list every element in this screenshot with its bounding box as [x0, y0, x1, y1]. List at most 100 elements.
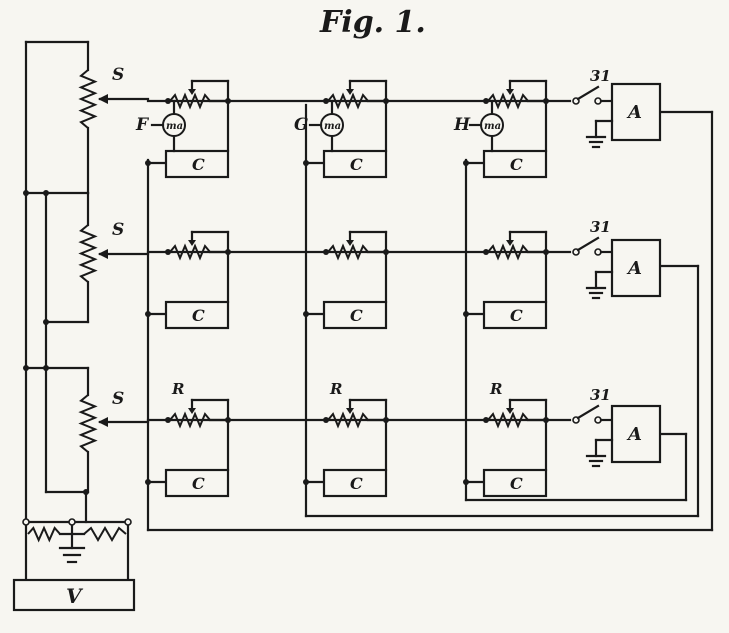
rheostat [487, 243, 529, 261]
junction [165, 417, 171, 423]
rheostat [487, 92, 529, 110]
junction [483, 417, 489, 423]
c-box [322, 468, 388, 498]
r-label: R [489, 380, 502, 398]
divider-resistor-left [27, 525, 61, 543]
c-label: C [510, 306, 523, 325]
junction [83, 489, 89, 495]
left-ladder [24, 40, 90, 524]
rheostat [327, 92, 369, 110]
junction [463, 311, 469, 317]
c-box [164, 149, 230, 179]
c-box [322, 300, 388, 330]
power-supply-box [12, 578, 136, 612]
switch-blade [576, 404, 600, 420]
return-wires [146, 110, 714, 532]
r-label: R [329, 380, 342, 398]
divider-resistor-right [83, 526, 127, 542]
arrow-icon [506, 240, 514, 246]
c-box [482, 300, 548, 330]
meter-unit-label: ma [324, 121, 341, 132]
junction [483, 249, 489, 255]
arrow-icon [98, 94, 108, 104]
terminal [124, 518, 132, 526]
junction [23, 365, 29, 371]
junction [323, 417, 329, 423]
junction [145, 479, 151, 485]
junction [43, 319, 49, 325]
row-3: C R C R C R 31A [145, 380, 662, 498]
arrow-icon [98, 249, 108, 259]
terminal [22, 518, 30, 526]
c-box [164, 468, 230, 498]
c-label: C [510, 155, 523, 174]
meter-label: G [294, 115, 309, 135]
junction [165, 98, 171, 104]
junction [303, 311, 309, 317]
rheostat [169, 411, 211, 429]
junction [463, 479, 469, 485]
junction [323, 249, 329, 255]
s-potentiometer [78, 224, 98, 283]
switch-label: 31 [590, 386, 611, 404]
arrow-icon [188, 89, 196, 95]
c-box [482, 468, 548, 498]
arrow-icon [346, 408, 354, 414]
meter-unit-label: ma [166, 121, 183, 132]
a-label: A [626, 424, 642, 445]
arrow-icon [346, 89, 354, 95]
arrow-icon [506, 89, 514, 95]
meter-label: F [135, 115, 150, 135]
arrow-icon [98, 417, 108, 427]
c-label: C [192, 155, 205, 174]
s-potentiometer [78, 69, 98, 129]
junction [23, 190, 29, 196]
junction [323, 98, 329, 104]
junction [303, 160, 309, 166]
meter-unit-label: ma [484, 121, 501, 132]
c-label: C [350, 474, 363, 493]
rheostat [327, 411, 369, 429]
switch-blade [576, 85, 600, 101]
switch-label: 31 [590, 218, 611, 236]
arrow-icon [188, 408, 196, 414]
r-label: R [171, 380, 184, 398]
power-supply-label: V [66, 584, 84, 608]
c-label: C [510, 474, 523, 493]
junction [43, 365, 49, 371]
s-label: S [112, 389, 124, 409]
a-label: A [626, 258, 642, 279]
junction [145, 160, 151, 166]
rheostat [487, 411, 529, 429]
c-label: C [192, 306, 205, 325]
a-box [610, 404, 662, 464]
terminal [68, 518, 76, 526]
a-label: A [626, 102, 642, 123]
junction [43, 190, 49, 196]
c-box [164, 300, 230, 330]
c-box [322, 149, 388, 179]
a-box [610, 238, 662, 298]
rheostat [169, 92, 211, 110]
switch-label: 31 [590, 67, 611, 85]
switch-blade [576, 236, 600, 252]
arrow-icon [506, 408, 514, 414]
rheostat [327, 243, 369, 261]
a-box [610, 82, 662, 142]
c-label: C [192, 474, 205, 493]
junction [145, 311, 151, 317]
meter-label: H [453, 115, 471, 135]
arrow-icon [346, 240, 354, 246]
s-label: S [112, 220, 124, 240]
junction [303, 479, 309, 485]
figure-title: Fig. 1. [319, 5, 426, 40]
s-label: S [112, 65, 124, 85]
junction [463, 160, 469, 166]
vertical-buses [146, 103, 468, 532]
